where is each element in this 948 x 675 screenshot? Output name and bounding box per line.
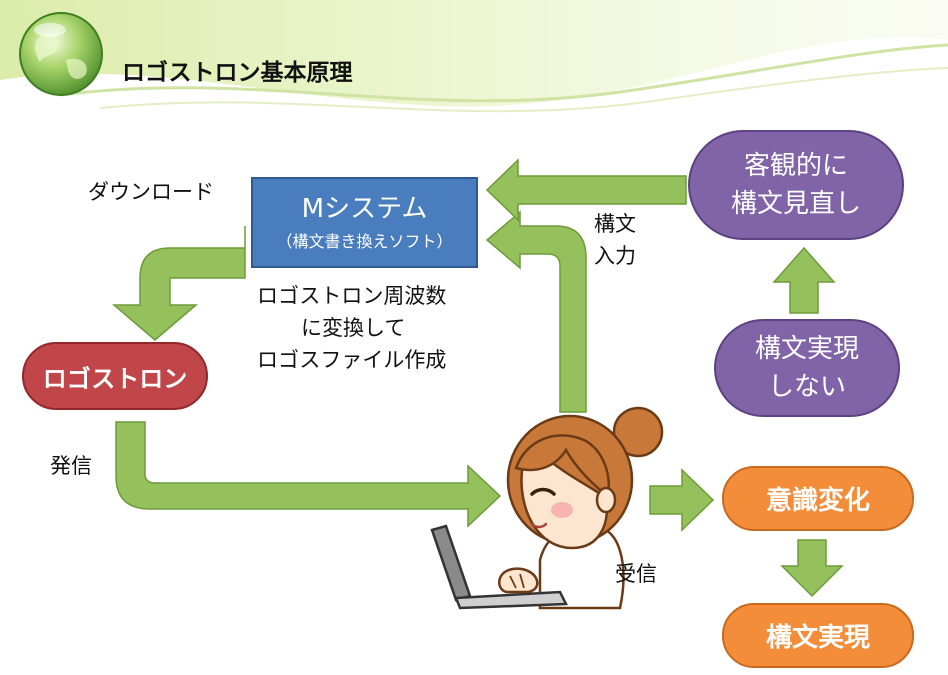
logostron-label: ロゴストロン — [42, 364, 188, 393]
convert-label-line3: ロゴスファイル作成 — [257, 348, 447, 372]
not-realized-box: 構文実現 しない — [714, 319, 900, 417]
page-title: ロゴストロン基本原理 — [122, 60, 353, 86]
not-realized-line1: 構文実現 — [754, 334, 859, 364]
arrow-up-to-review — [772, 246, 836, 314]
not-realized-line2: しない — [767, 372, 846, 402]
arrow-down-to-realized — [780, 539, 844, 598]
awareness-change-box: 意識変化 — [722, 466, 914, 531]
arrow-download — [111, 226, 246, 341]
convert-label-line2: に変換して — [301, 316, 406, 340]
realized-label: 構文実現 — [765, 623, 870, 653]
objective-review-line2: 構文見直し — [730, 189, 861, 219]
objective-review-box: 客観的に 構文見直し — [688, 130, 904, 240]
logostron-box: ロゴストロン — [22, 342, 208, 410]
input-label-line1: 構文 — [594, 212, 636, 236]
m-system-title: Mシステム — [301, 193, 428, 224]
input-label-line2: 入力 — [594, 244, 636, 268]
realized-box: 構文実現 — [722, 603, 914, 668]
arrow-send — [115, 421, 502, 528]
receive-label: 受信 — [615, 562, 657, 586]
arrow-input — [485, 210, 587, 413]
awareness-change-label: 意識変化 — [765, 486, 870, 516]
objective-review-line1: 客観的に — [743, 151, 848, 181]
m-system-box: Mシステム （構文書き換えソフト） — [251, 177, 478, 268]
convert-label-line1: ロゴストロン周波数 — [257, 284, 447, 308]
m-system-subtitle: （構文書き換えソフト） — [276, 231, 453, 251]
arrow-to-awareness — [649, 468, 715, 532]
header-swoosh — [0, 0, 948, 113]
woman-with-laptop-illustration — [430, 406, 664, 610]
globe-icon — [19, 12, 103, 96]
send-label: 発信 — [50, 454, 92, 478]
download-label: ダウンロード — [88, 180, 214, 204]
arrow-review-to-msystem — [485, 158, 687, 222]
